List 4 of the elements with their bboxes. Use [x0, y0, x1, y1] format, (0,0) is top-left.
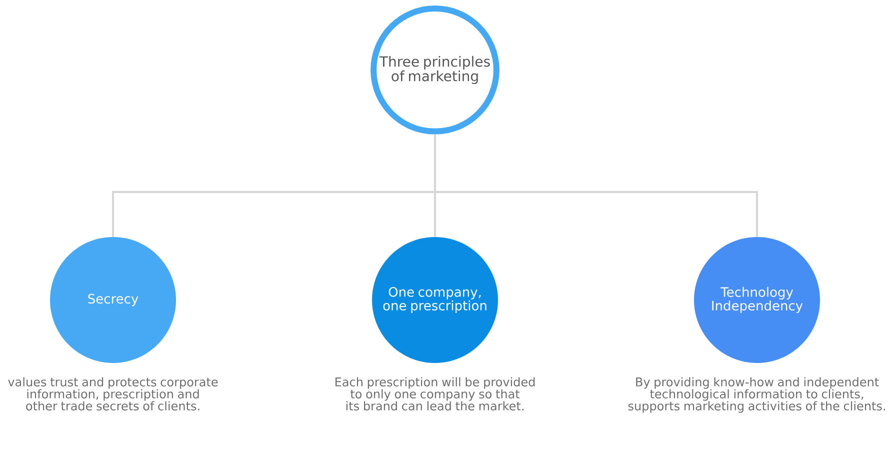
description-text: By providing know-how and independent technological information to clients, supports marketing activities of the clients.	[628, 377, 885, 413]
connector-line	[434, 134, 758, 237]
description-text: values trust and protects corporate information, prescription and other trade secrets of clients.	[8, 377, 218, 410]
description-text: Each prescription will be provided to only one company so that its brand can lead the market.	[336, 377, 535, 410]
